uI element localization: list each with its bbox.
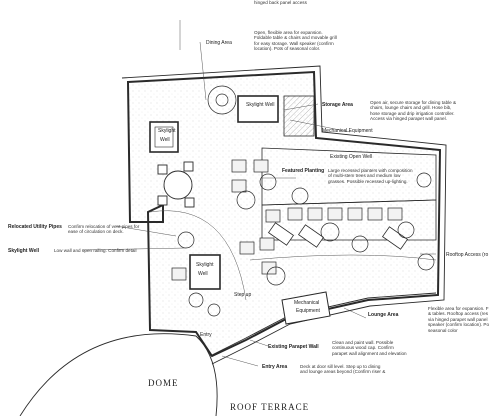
well-label: Well: [160, 137, 170, 143]
skylight-well-left-label: Skylight Well: [8, 248, 40, 254]
skylight-wells: [149, 95, 279, 290]
lounge-area-label: Lounge Area: [368, 312, 399, 318]
featured-planting-label: Featured Planting: [282, 168, 325, 174]
well-lower-label: Well: [198, 271, 208, 277]
skylight-well-left-note: Low wall and open railing. Confirm detai…: [54, 248, 137, 253]
roof-terrace-label: ROOF TERRACE: [230, 402, 310, 412]
storage-area-note: Open air, secure storage for dining tabl…: [370, 100, 457, 122]
relocated-utility-pipes-label: Relocated Utility Pipes: [8, 224, 62, 230]
featured-planting-note: Large recessed planters with composition…: [328, 168, 413, 184]
entry-area-label: Entry Area: [262, 364, 288, 370]
top-note-cut: hinged back panel access: [254, 0, 307, 5]
leader-lines: [81, 20, 436, 367]
storage-area: [283, 95, 315, 137]
dining-area-label: Dining Area: [206, 40, 232, 46]
mechanical-equipment-box: [281, 291, 331, 325]
lounge-chairs: [267, 222, 409, 250]
step-up-label: Step up: [234, 292, 252, 298]
dome: [19, 333, 218, 416]
dining-area-note: Open, flexible area for expansion. Folda…: [254, 30, 337, 52]
skylight-label: Skylight: [158, 128, 176, 134]
mechanical-label: Mechanical: [294, 300, 320, 306]
parapet-wall-note: Clean and paint wall. Possible continuou…: [332, 340, 407, 356]
storage-area-label: Storage Area: [322, 102, 353, 108]
skylight-lower-label: Skylight: [196, 262, 214, 268]
dining-table: [157, 161, 195, 208]
existing-open-well: [261, 147, 437, 241]
planter-boxes: [171, 159, 403, 281]
entry-top-label: Entry: [200, 332, 212, 338]
dome-label: DOME: [148, 378, 179, 388]
tree-clusters: [177, 85, 435, 317]
mechanical-equipment-label: Mechanical Equipment: [322, 128, 373, 134]
existing-parapet-wall-label: Existing Parapet Wall: [268, 344, 319, 350]
relocated-utility-note: Confirm relocation of vent pipes for eas…: [68, 224, 140, 235]
equipment-label: Equipment: [296, 308, 320, 314]
entry-area-note: Deck at door sill level. Step up to dini…: [300, 364, 386, 375]
rooftop-access-label: Rooftop Access (ro: [446, 252, 489, 258]
existing-open-well-label: Existing Open Well: [330, 154, 373, 160]
skylight-well-top-label: Skylight Well: [246, 102, 275, 108]
swing-arcs: [149, 210, 437, 301]
lounge-area-note: Flexible area for expansion. F & tables.…: [428, 306, 490, 333]
